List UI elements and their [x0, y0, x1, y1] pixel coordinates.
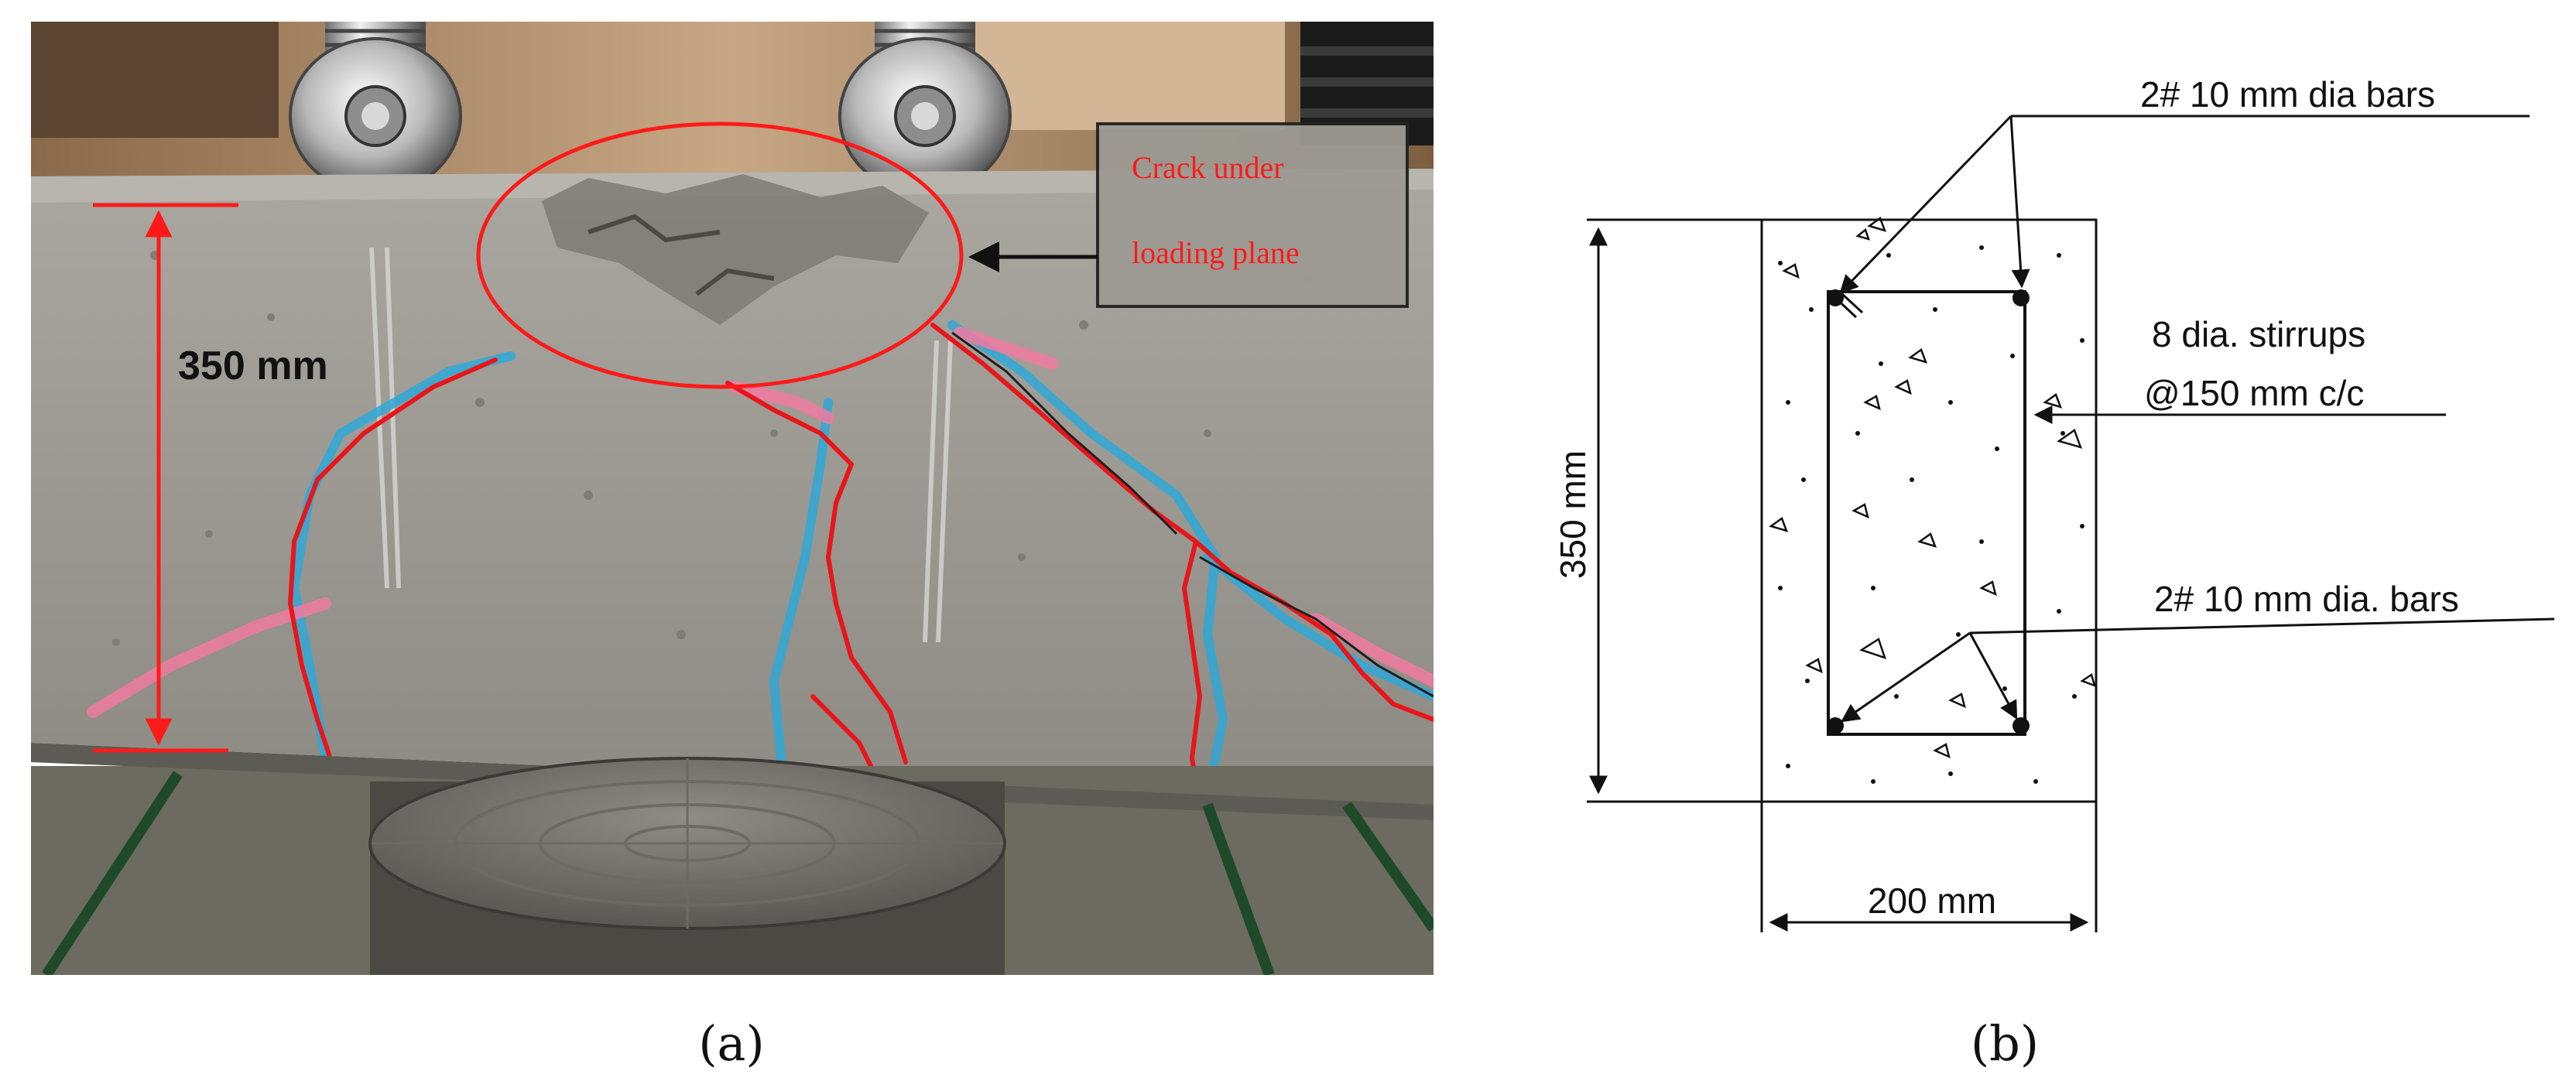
crack-highlight-ellipse [476, 121, 964, 389]
rebar-bottom-right [2012, 717, 2030, 734]
aggregate-triangles [1769, 217, 2096, 759]
bottom-bars-label: 2# 10 mm dia. bars [2154, 579, 2459, 619]
steel-frame [42, 771, 1434, 975]
stirrup [1827, 290, 2026, 736]
wall-panel [31, 22, 279, 138]
beam-test-photo: 350 mm Crack under loading plane [31, 22, 1434, 975]
bottom-bars-leader [1841, 617, 2555, 723]
height-dimension-label: 350 mm [178, 344, 328, 388]
caption-b: (b) [1971, 1015, 2039, 1072]
scribe-line [923, 340, 953, 643]
section-height-label: 350 mm [1553, 450, 1593, 579]
beam-cross-section: 2# 10 mm dia bars 8 dia. stirrups @150 m… [1553, 74, 2555, 932]
loading-roller-right [838, 22, 1012, 195]
section-height-dimension [1587, 218, 1762, 803]
crack-callout: Crack under loading plane [968, 122, 1409, 308]
spring-coil [1300, 22, 1434, 145]
top-bars-leader [1839, 115, 2530, 294]
stirrup-label-line1: 8 dia. stirrups [2152, 314, 2365, 354]
callout-text-line1: Crack under [1132, 150, 1284, 185]
section-width-dimension [1760, 802, 2098, 932]
section-outline [1760, 218, 2098, 803]
rebar-top-right [2012, 289, 2030, 306]
section-width-label: 200 mm [1868, 881, 1996, 921]
aggregate-texture [1778, 245, 2084, 784]
crack-lines-dark [951, 331, 1434, 698]
height-dimension [93, 203, 238, 753]
scribe-line [369, 247, 401, 589]
crack-traces-red [288, 323, 1434, 807]
top-bars-label: 2# 10 mm dia bars [2140, 74, 2435, 115]
rebar-bottom-left [1827, 717, 1844, 734]
stirrup-label-line2: @150 mm c/c [2144, 373, 2364, 413]
crushed-zone [542, 174, 929, 325]
support-cylinder [368, 757, 1006, 975]
caption-a: (a) [698, 1015, 764, 1072]
callout-text-line2: loading plane [1132, 235, 1300, 270]
